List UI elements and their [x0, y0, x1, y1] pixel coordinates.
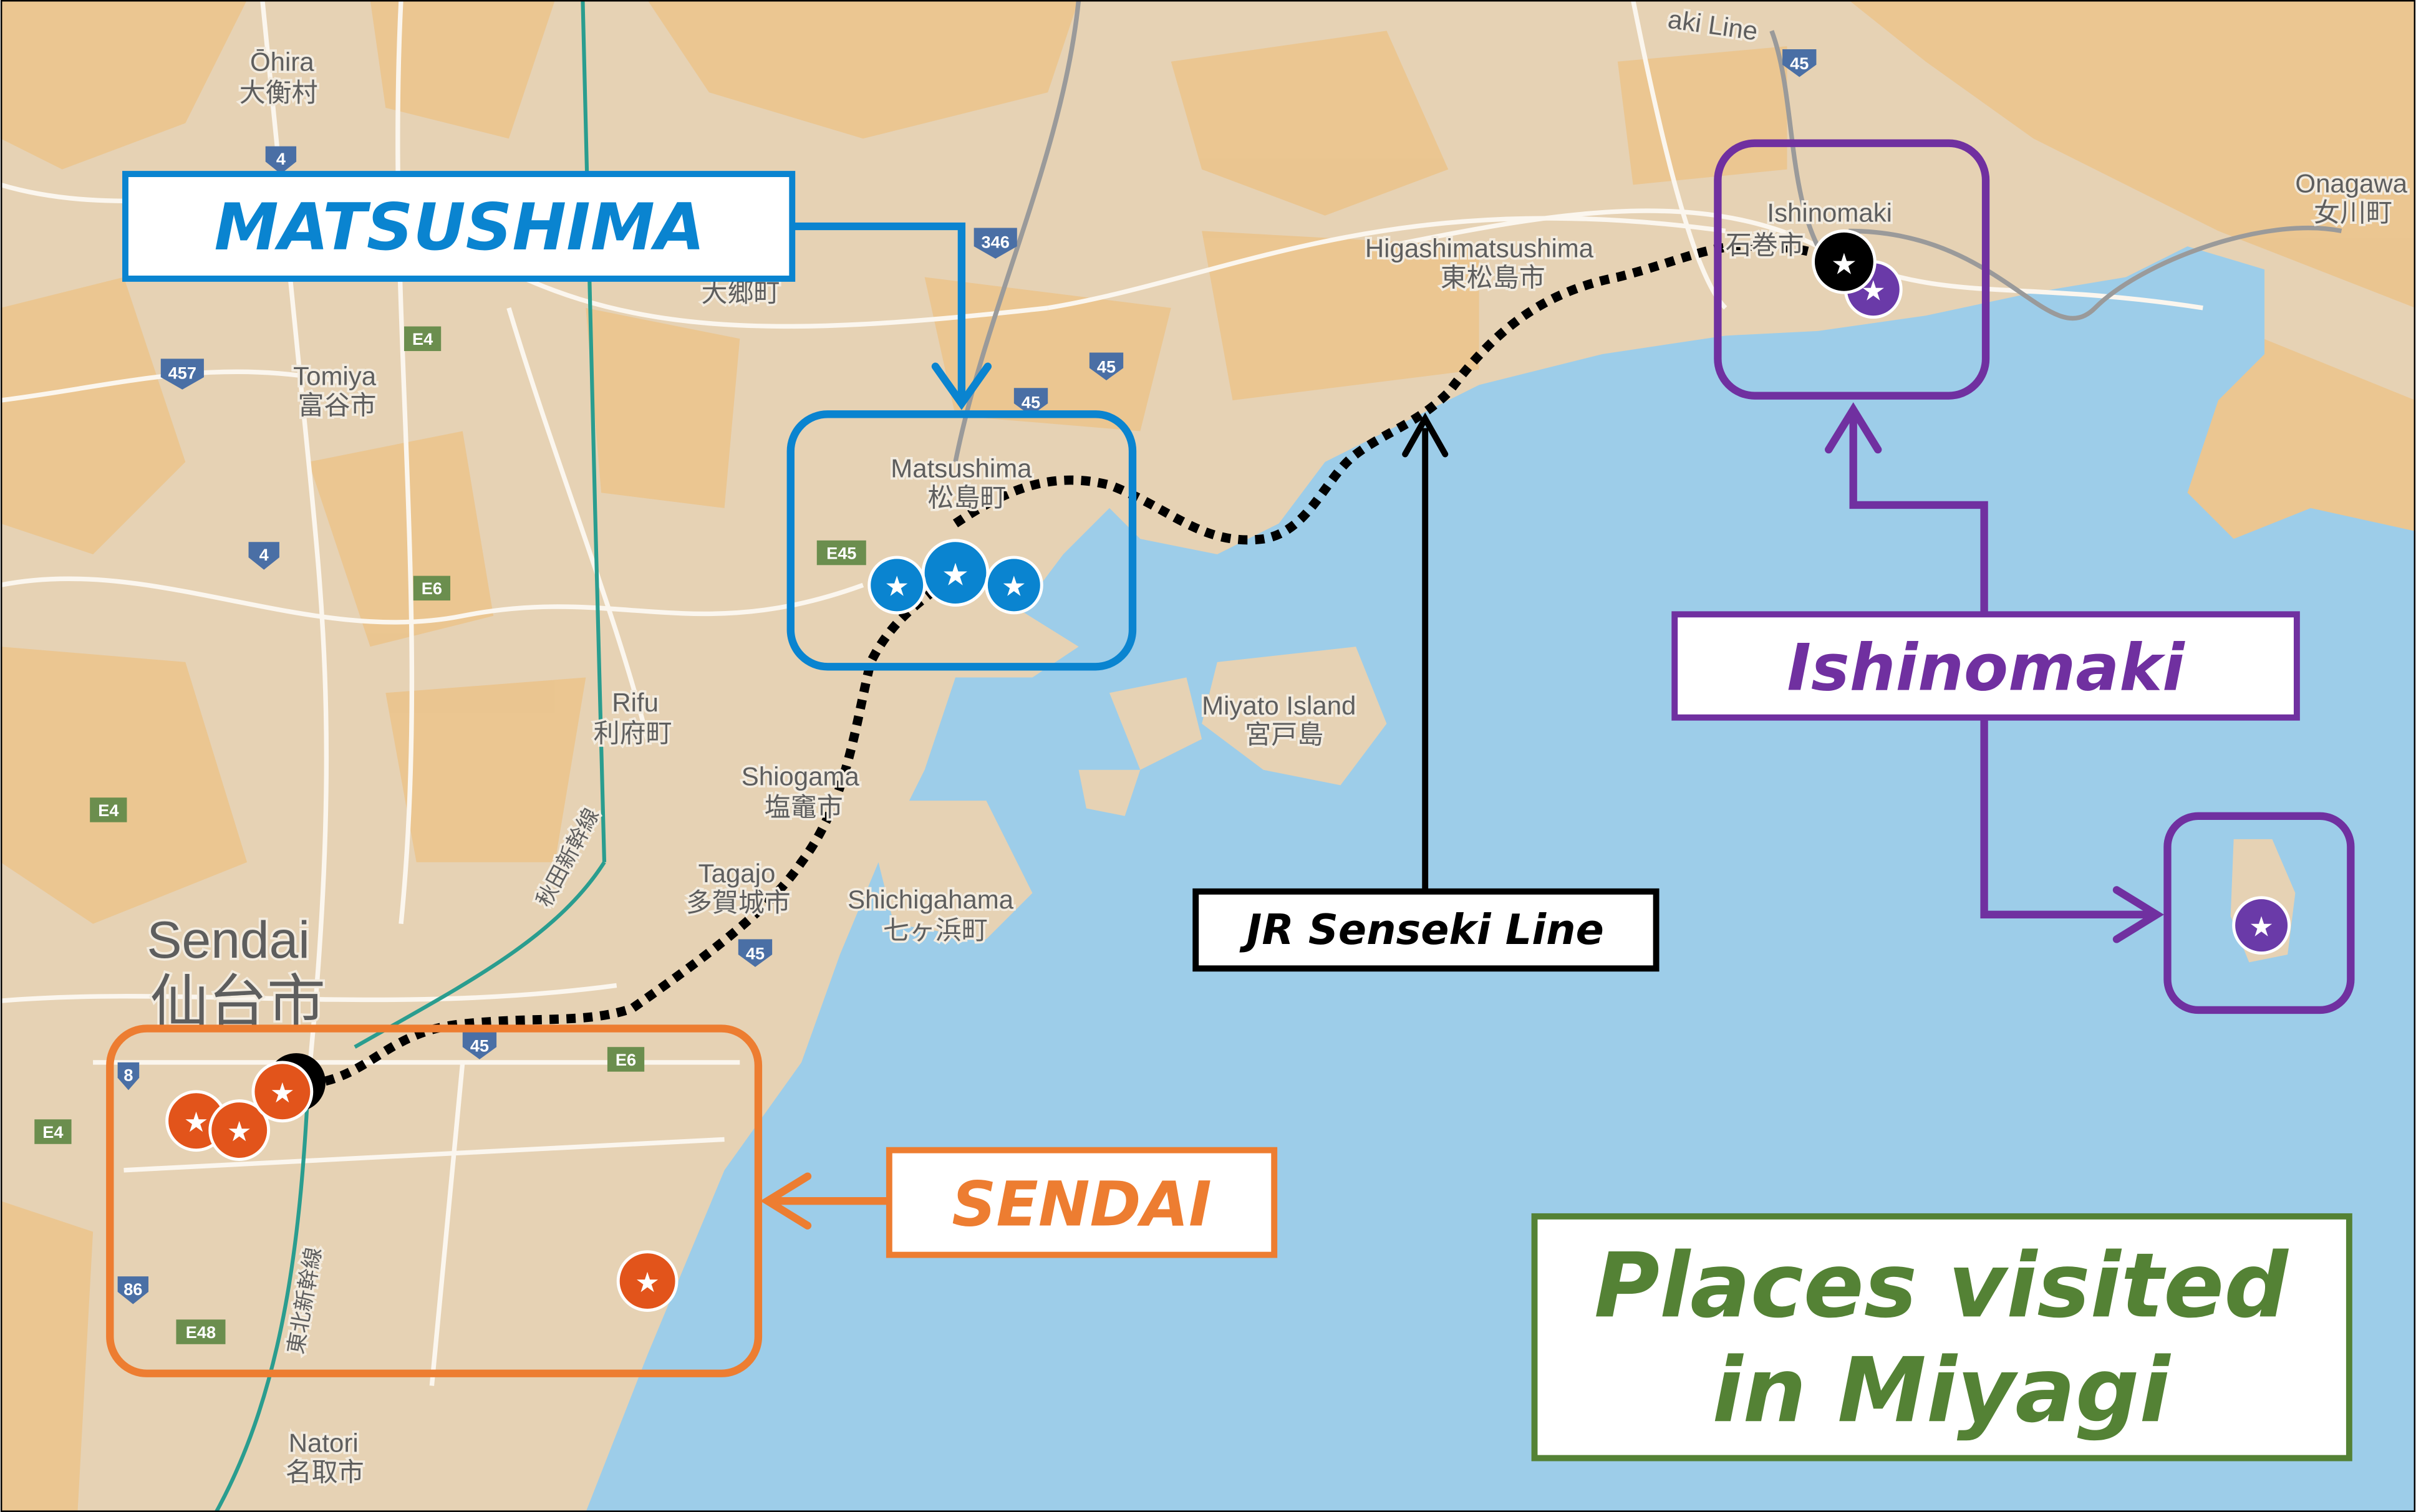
- expressway-e48: E48: [176, 1319, 226, 1344]
- marker-ishinomaki-station: ★: [1812, 229, 1877, 294]
- label-shiogama-jp: 塩竈市: [765, 792, 843, 822]
- label-onagawa-jp: 女川町: [2314, 198, 2392, 228]
- ishinomaki-callout: Ishinomaki: [1671, 139, 2355, 1014]
- rail-line-label: JR Senseki Line: [1239, 905, 1604, 954]
- svg-text:457: 457: [168, 363, 196, 382]
- label-tomiya: Tomiya: [293, 361, 377, 390]
- route-shield-45b: 45: [1013, 388, 1048, 416]
- label-matsushima-jp: 松島町: [928, 483, 1007, 512]
- label-miyato: Miyato Island: [1202, 691, 1356, 720]
- svg-text:★: ★: [184, 1107, 209, 1139]
- svg-text:E4: E4: [42, 1122, 63, 1142]
- route-shield-45: 45: [1089, 352, 1124, 380]
- rail-line-callout: JR Senseki Line: [1192, 412, 1660, 972]
- ishinomaki-label: Ishinomaki: [1787, 630, 2185, 705]
- label-ishinomaki: Ishinomaki: [1767, 198, 1892, 228]
- label-tagajo: Tagajo: [698, 859, 776, 888]
- route-shield-346: 346: [974, 228, 1017, 259]
- marker-sendai-3: ★: [251, 1061, 314, 1123]
- route-shield-457: 457: [160, 359, 204, 390]
- route-shield-45c: 45: [1782, 49, 1817, 77]
- label-shiogama: Shiogama: [742, 761, 860, 791]
- expressway-e4c: E4: [34, 1119, 72, 1144]
- label-shichigahama: Shichigahama: [848, 885, 1014, 914]
- route-shield-8: 8: [117, 1062, 140, 1091]
- label-higashimatsushima-jp: 東松島市: [1441, 262, 1545, 292]
- title-line-1: Places visited: [1594, 1233, 2289, 1337]
- label-ohira-jp: 大衡村: [239, 78, 318, 107]
- label-miyato-jp: 宮戸島: [1245, 720, 1323, 749]
- label-ishinomaki-jp: 石巻市: [1726, 230, 1804, 259]
- route-shield-86: 86: [117, 1276, 149, 1304]
- expressway-e6b: E6: [607, 1047, 645, 1072]
- svg-text:★: ★: [1831, 248, 1857, 282]
- route-shield-4: 4: [265, 146, 297, 175]
- label-osato-jp: 大郷町: [702, 278, 780, 307]
- sendai-callout: SENDAI: [106, 1024, 1278, 1377]
- svg-text:45: 45: [470, 1036, 489, 1056]
- matsushima-callout: MATSUSHIMA: [122, 171, 1137, 671]
- svg-text:E6: E6: [422, 579, 442, 598]
- title-box: Places visited in Miyagi: [1531, 1213, 2352, 1461]
- label-ohira: Ōhira: [250, 47, 314, 77]
- label-rifu-jp: 利府町: [594, 718, 672, 748]
- matsushima-label: MATSUSHIMA: [215, 190, 705, 265]
- marker-matsushima-2: ★: [984, 556, 1043, 615]
- expressway-e4: E4: [403, 326, 442, 352]
- svg-text:E48: E48: [186, 1322, 216, 1342]
- title-line-2: in Miyagi: [1712, 1338, 2171, 1442]
- svg-text:E6: E6: [616, 1050, 636, 1069]
- svg-text:★: ★: [227, 1116, 252, 1148]
- expressway-e45: E45: [816, 540, 866, 566]
- label-tagajo-jp: 多賀城市: [686, 888, 791, 917]
- marker-sendai-coast: ★: [616, 1250, 679, 1312]
- svg-text:E4: E4: [412, 329, 433, 349]
- islands: [863, 608, 2296, 963]
- svg-text:★: ★: [884, 571, 909, 603]
- marker-matsushima-1: ★: [867, 556, 927, 615]
- sendai-label: SENDAI: [952, 1169, 1211, 1241]
- label-matsushima: Matsushima: [891, 454, 1032, 483]
- svg-text:8: 8: [123, 1066, 133, 1085]
- route-shield-45d: 45: [738, 939, 773, 967]
- label-shichigahama-jp: 七ヶ浜町: [883, 915, 988, 945]
- svg-text:4: 4: [259, 545, 269, 564]
- label-natori: Natori: [289, 1428, 359, 1458]
- svg-text:346: 346: [982, 233, 1010, 252]
- marker-sendai-2: ★: [208, 1099, 271, 1161]
- markers[interactable]: ★ ★ ★ ★ ★ ★ ★ ★ ★ ★: [165, 229, 2291, 1312]
- svg-text:★: ★: [942, 556, 969, 592]
- svg-text:★: ★: [270, 1077, 295, 1109]
- label-natori-jp: 名取市: [286, 1458, 364, 1487]
- svg-text:★: ★: [2249, 911, 2274, 943]
- expressway-e4b: E4: [90, 797, 127, 822]
- svg-text:45: 45: [1022, 392, 1040, 412]
- label-sendai: Sendai: [147, 910, 310, 969]
- label-rifu: Rifu: [612, 688, 659, 717]
- route-shield-45e: 45: [462, 1031, 497, 1059]
- svg-text:4: 4: [276, 149, 286, 168]
- svg-text:45: 45: [746, 943, 765, 963]
- svg-text:E4: E4: [98, 801, 118, 820]
- marker-matsushima-3: ★: [921, 539, 990, 607]
- svg-text:★: ★: [635, 1267, 660, 1299]
- svg-text:45: 45: [1097, 357, 1116, 377]
- route-shield-4b: 4: [248, 542, 279, 570]
- marker-island: ★: [2232, 896, 2291, 955]
- road-shields: 4 457 346 4 45 45 45 45 45 86 8 E4 E6 E4…: [34, 49, 1817, 1344]
- label-tomiya-jp: 富谷市: [298, 390, 377, 420]
- expressway-e6: E6: [413, 575, 451, 601]
- svg-text:86: 86: [123, 1279, 142, 1299]
- svg-text:45: 45: [1790, 54, 1809, 73]
- svg-text:E45: E45: [826, 543, 856, 562]
- label-onagawa: Onagawa: [2295, 169, 2407, 198]
- svg-text:★: ★: [1002, 571, 1027, 603]
- label-higashimatsushima: Higashimatsushima: [1365, 233, 1594, 262]
